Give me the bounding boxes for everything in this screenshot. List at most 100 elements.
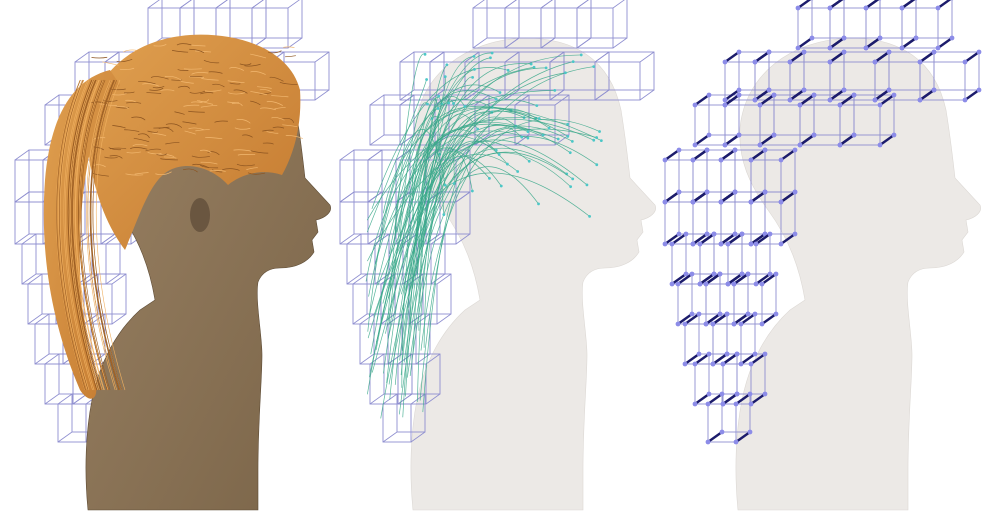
lattice-node (726, 282, 731, 287)
strand-point (491, 52, 494, 55)
lattice-node (828, 6, 833, 11)
lattice-node (721, 362, 726, 367)
lattice-node (798, 143, 803, 148)
lattice-node (746, 272, 751, 277)
lattice-node (690, 312, 695, 317)
strand-point (437, 95, 440, 98)
lattice-cell (591, 0, 627, 38)
lattice-node (663, 200, 668, 205)
strand-point (445, 63, 448, 66)
lattice-node (796, 6, 801, 11)
lattice-node (754, 282, 759, 287)
lattice-node (842, 88, 847, 93)
lattice-node (718, 272, 723, 277)
lattice-cell (609, 52, 654, 90)
strand-point (516, 170, 519, 173)
panel-3 (663, 0, 982, 510)
strand-point (437, 107, 440, 110)
lattice-node (735, 392, 740, 397)
lattice-node (693, 402, 698, 407)
lattice-node (749, 200, 754, 205)
lattice-node (663, 242, 668, 247)
lattice-cell (880, 0, 916, 38)
lattice-node (726, 242, 731, 247)
lattice-node-edge (725, 52, 739, 62)
lattice-node (677, 148, 682, 153)
lattice-node (798, 103, 803, 108)
strand-point (473, 55, 476, 58)
strand-point (471, 190, 474, 193)
lattice-node (779, 242, 784, 247)
lattice-node (684, 232, 689, 237)
lattice-cell (902, 8, 938, 48)
strand-point (489, 56, 492, 59)
lattice-node (772, 133, 777, 138)
lattice-node (732, 322, 737, 327)
lattice-node (753, 352, 758, 357)
lattice-node (802, 50, 807, 55)
lattice-node (788, 98, 793, 103)
lattice-node (774, 272, 779, 277)
strand-point (557, 138, 560, 141)
lattice-cell (555, 0, 591, 38)
lattice-node-edge (866, 0, 880, 8)
lattice-node (772, 93, 777, 98)
lattice-node-edge (965, 52, 979, 62)
lattice-node (864, 6, 869, 11)
strand-point (538, 117, 541, 120)
lattice-node-edge (725, 135, 739, 145)
lattice-node (918, 98, 923, 103)
lattice-node (720, 430, 725, 435)
lattice-node (810, 36, 815, 41)
lattice-node (723, 98, 728, 103)
lattice-node (725, 352, 730, 357)
lattice-node (733, 148, 738, 153)
lattice-cell (266, 0, 302, 38)
lattice-node (852, 133, 857, 138)
lattice-node (707, 133, 712, 138)
lattice-node (779, 158, 784, 163)
strand-point (586, 184, 589, 187)
strand-point (476, 128, 479, 131)
lattice-node (760, 282, 765, 287)
strand-point (571, 140, 574, 143)
strand-point (588, 215, 591, 218)
lattice-node (892, 93, 897, 98)
lattice-node (873, 98, 878, 103)
lattice-node (878, 143, 883, 148)
lattice-node-edge (665, 192, 679, 202)
lattice-node (936, 46, 941, 51)
lattice-node (887, 50, 892, 55)
lattice-node (963, 98, 968, 103)
strand-point (580, 54, 583, 57)
strand-point (442, 213, 445, 216)
lattice-cell (577, 8, 613, 48)
lattice-node (707, 392, 712, 397)
lattice-node-edge (902, 0, 916, 8)
lattice-node (691, 242, 696, 247)
lattice-node (754, 242, 759, 247)
lattice-cell (487, 0, 519, 38)
lattice-node (693, 103, 698, 108)
lattice-node-edge (695, 135, 709, 145)
lattice-cell (252, 8, 288, 48)
lattice-node (706, 402, 711, 407)
lattice-node (753, 312, 758, 317)
lattice-node (887, 88, 892, 93)
strand-point (572, 60, 575, 63)
strand-point (500, 185, 503, 188)
lattice-node (768, 232, 773, 237)
lattice-node (670, 282, 675, 287)
lattice-node (693, 143, 698, 148)
strand-point (506, 163, 509, 166)
lattice-node (737, 133, 742, 138)
lattice-node-edge (665, 150, 679, 160)
lattice-edge (695, 95, 739, 145)
strand-point (526, 137, 529, 140)
lattice-edge (902, 0, 952, 48)
lattice-node (737, 88, 742, 93)
lattice-node (719, 200, 724, 205)
strand-point (447, 102, 450, 105)
lattice-node (705, 148, 710, 153)
